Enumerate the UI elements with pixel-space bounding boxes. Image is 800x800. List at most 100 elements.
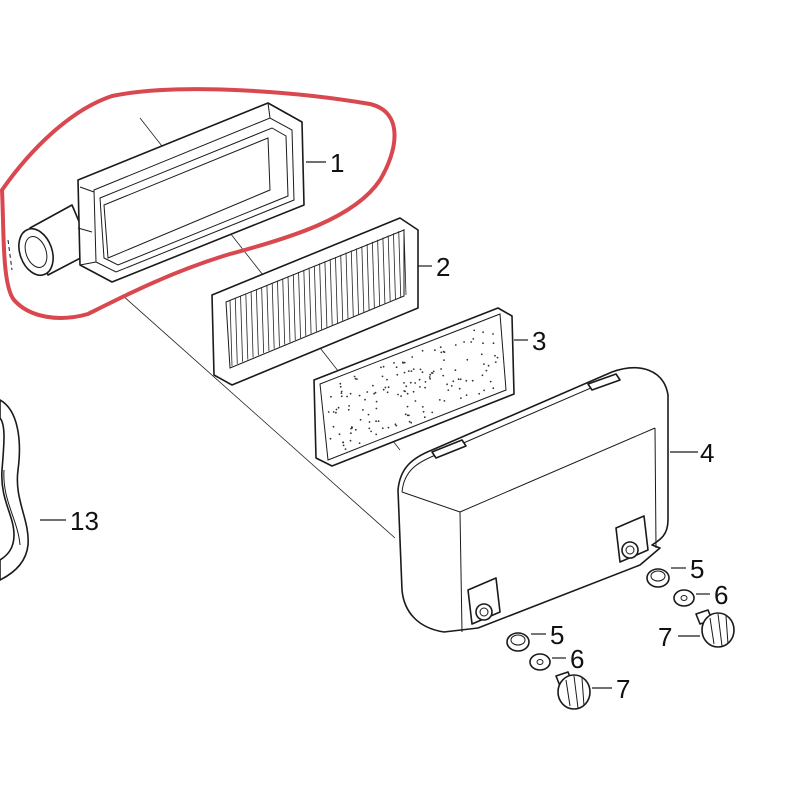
part-1-filter-housing [18,102,305,283]
foam-texture [327,329,499,450]
foam-speckle [457,378,460,381]
foam-speckle [397,393,399,396]
foam-speckle [419,386,421,388]
filter-pleat [234,297,238,364]
filter-pleat [229,299,233,367]
callout-6-lower: 6 [570,644,584,674]
foam-speckle [422,410,425,413]
foam-speckle [406,405,409,408]
filter-pleat [324,261,328,328]
filter-pleat [245,293,249,360]
foam-speckle [454,344,457,346]
foam-speckle [447,389,450,391]
foam-speckle [374,391,377,394]
foam-speckle [492,342,495,345]
foam-speckle [478,392,481,395]
foam-speckle [375,420,377,423]
part-6-washer-upper [673,589,695,607]
foam-speckle [408,420,411,423]
part-7-knob-lower [555,671,591,710]
foam-speckle [443,359,445,361]
part-2-pleated-filter [211,217,419,386]
foam-speckle [459,378,462,381]
foam-speckle [395,366,398,369]
foam-speckle [421,406,424,408]
foam-speckle [362,409,364,411]
foam-speckle [368,421,371,423]
foam-speckle [429,373,432,376]
callout-labels: 1 2 3 4 5 5 6 6 7 7 13 [70,148,728,704]
foam-speckle [375,407,378,410]
part-3-foam-prefilter [313,307,515,467]
foam-speckle [381,375,384,378]
foam-speckle [403,371,406,374]
filter-pleat [350,250,354,317]
foam-speckle [342,444,345,447]
filter-pleat [250,291,254,358]
foam-speckle [358,442,361,444]
foam-speckle [340,395,343,398]
foam-speckle [421,349,424,352]
part-5-grommet-lower [506,632,530,652]
foam-speckle [386,378,388,381]
foam-speckle [465,379,468,382]
part-1-highlight-outline [0,87,397,320]
filter-pleat [261,287,265,354]
foam-speckle [414,382,417,384]
foam-speckle [406,392,409,395]
foam-speckle [483,363,485,365]
foam-speckle [366,391,369,393]
foam-speckle [402,362,404,364]
foam-speckle [440,368,442,370]
foam-speckle [471,379,474,382]
foam-speckle [410,421,413,424]
filter-pleat [303,269,307,336]
leader-lines [40,161,710,689]
foam-speckle [330,395,332,398]
foam-speckle [340,392,343,394]
foam-speckle [373,392,375,395]
foam-speckle [432,370,435,373]
filter-pleat [313,265,317,332]
foam-speckle [356,378,358,380]
foam-speckle [354,377,357,380]
foam-speckle [494,354,496,357]
filter-pleat [287,276,291,343]
foam-speckle [342,441,344,444]
foam-speckle [349,439,352,442]
foam-speckle [485,369,488,372]
foam-speckle [370,430,372,433]
foam-speckle [382,365,385,368]
filter-pleat [382,237,386,304]
foam-speckle [337,406,340,409]
foam-speckle [344,448,347,450]
foam-speckle [489,380,492,383]
foam-speckle [430,372,433,374]
foam-speckle [347,408,350,411]
filter-pleat [319,263,323,330]
foam-speckle [414,400,417,402]
callout-5-upper: 5 [690,554,704,584]
foam-speckle [410,370,413,372]
filter-pleat [387,235,391,302]
foam-speckle [387,386,390,389]
foam-speckle [405,385,408,388]
foam-speckle [450,385,453,387]
foam-speckle [406,414,409,417]
foam-speckle [403,361,406,364]
part-13-hose [0,399,29,581]
filter-pleat [356,248,359,315]
foam-speckle [440,351,443,354]
foam-speckle [354,428,357,431]
foam-speckle [442,374,445,377]
foam-speckle [424,386,426,389]
foam-speckle [409,381,412,384]
foam-speckle [460,397,462,399]
callout-4: 4 [700,438,714,468]
filter-pleat [345,252,349,319]
filter-pleat [255,289,259,356]
foam-speckle [403,382,405,384]
foam-speckle [332,411,335,413]
foam-speckle [359,418,362,421]
